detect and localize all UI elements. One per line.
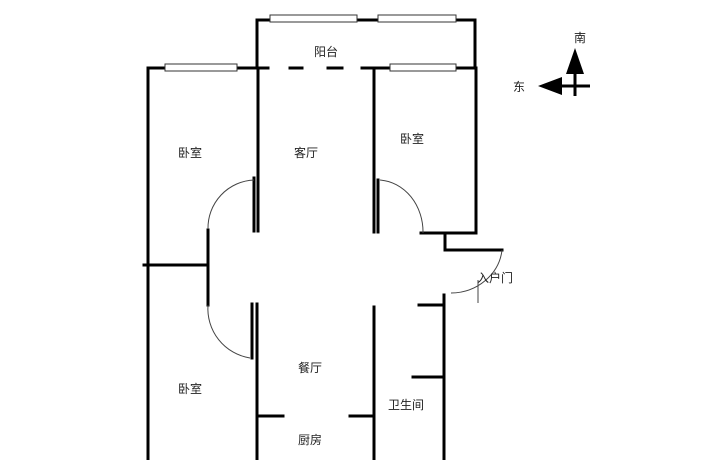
compass-south-label: 南 [574, 30, 586, 45]
label-living-room: 客厅 [294, 145, 318, 160]
door-swings [207, 179, 503, 359]
label-kitchen: 厨房 [298, 432, 322, 447]
label-bathroom: 卫生间 [388, 398, 424, 412]
label-bedroom-left-top: 卧室 [178, 145, 202, 160]
label-balcony: 阳台 [314, 44, 338, 59]
label-entrance-door: 入户门 [477, 270, 513, 285]
label-bedroom-left-bottom: 卧室 [178, 381, 202, 396]
compass: 南 东 [513, 30, 590, 96]
label-dining-room: 餐厅 [298, 360, 322, 375]
walls [142, 18, 504, 460]
label-bedroom-right: 卧室 [400, 131, 424, 146]
compass-east-label: 东 [513, 80, 525, 94]
room-labels: 阳台 卧室 客厅 卧室 卧室 餐厅 厨房 卫生间 入户门 [178, 44, 513, 447]
windows [164, 14, 457, 72]
